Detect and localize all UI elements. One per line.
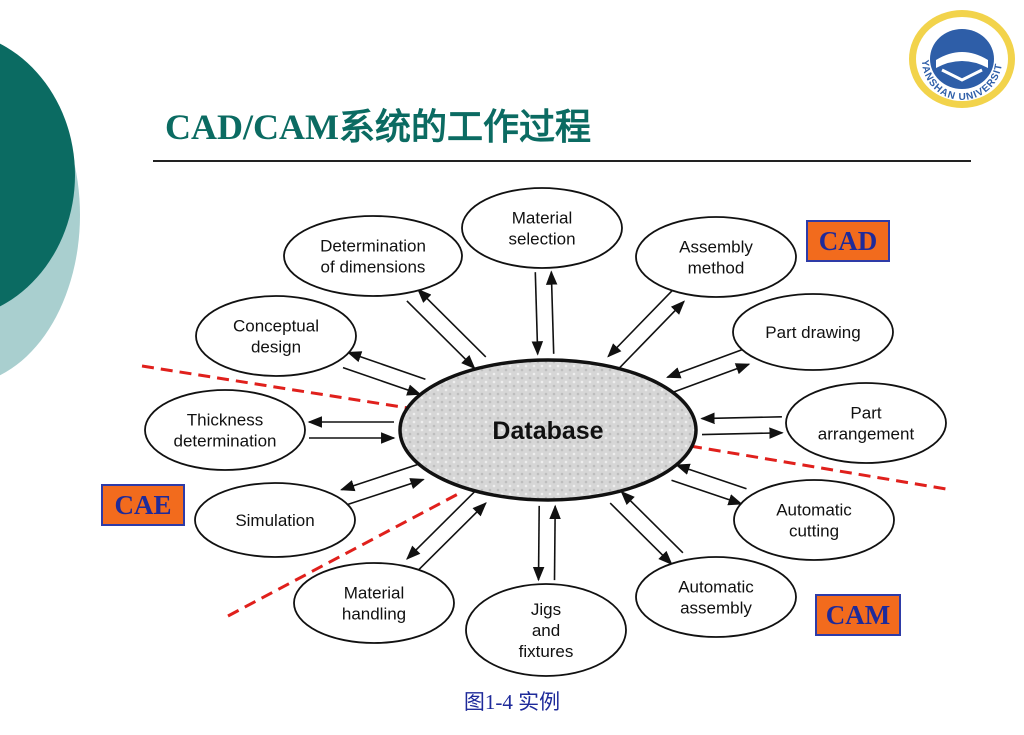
cae-cam-divider	[227, 492, 459, 618]
material-handling-in-arrow	[417, 502, 487, 571]
conceptual-design-out-arrow	[346, 351, 426, 380]
automatic-cutting-ellipse	[733, 479, 895, 561]
automatic-assembly-ellipse	[635, 556, 797, 638]
simulation-in-arrow	[346, 478, 425, 506]
automatic-cutting-out-arrow	[671, 479, 743, 506]
database-node: Database	[398, 358, 698, 502]
automatic-cutting-in-arrow	[675, 463, 747, 490]
cad-cam-divider	[689, 444, 953, 492]
node-simulation: Simulation	[194, 482, 356, 558]
material-selection-ellipse	[461, 187, 623, 269]
material-selection-out-arrow	[545, 270, 558, 354]
material-handling-label-line: Material	[344, 584, 404, 603]
jigs-and-fixtures-ellipse	[465, 583, 627, 677]
material-selection-label-line: Material	[512, 209, 572, 228]
dashed-dividers	[141, 364, 953, 618]
automatic-assembly-label-line: assembly	[680, 599, 752, 618]
automatic-cutting-label-line: cutting	[789, 522, 839, 541]
material-handling-out-arrow	[406, 491, 476, 560]
simulation-label-line: Simulation	[235, 511, 314, 530]
node-material-handling: Material handling	[293, 562, 455, 644]
conceptual-design-ellipse	[195, 295, 357, 377]
jigs-and-fixtures-label-line: and	[532, 621, 560, 640]
determination-of-dimensions-ellipse	[283, 215, 463, 297]
automatic-assembly-out-arrow	[609, 502, 673, 566]
database-label: Database	[492, 417, 603, 445]
part-arrangement-label-line: arrangement	[818, 425, 915, 444]
assembly-method-label-line: method	[688, 259, 745, 278]
determination-of-dimensions-label-line: Determination	[320, 237, 426, 256]
node-automatic-assembly: Automatic assembly	[635, 556, 797, 638]
node-part-drawing: Part drawing	[732, 293, 894, 371]
part-drawing-out-arrow	[672, 363, 751, 394]
automatic-assembly-label-line: Automatic	[678, 578, 754, 597]
material-handling-label-line: handling	[342, 605, 406, 624]
figure-caption: 图1-4 实例	[463, 690, 561, 714]
cad-tag: CAD	[806, 220, 890, 262]
title-divider	[153, 160, 971, 162]
node-part-arrangement: Part arrangement	[785, 382, 947, 464]
part-drawing-ellipse	[732, 293, 894, 371]
assembly-method-ellipse	[635, 216, 797, 298]
part-arrangement-ellipse	[785, 382, 947, 464]
node-assembly-method: Assembly method	[635, 216, 797, 298]
thickness-determination-label-line: determination	[173, 432, 276, 451]
node-jigs-and-fixtures: Jigs and fixtures	[465, 583, 627, 677]
part-drawing-label-line: Part drawing	[765, 323, 860, 342]
page-title: CAD/CAM系统的工作过程	[165, 107, 591, 147]
thickness-determination-label-line: Thickness	[187, 411, 264, 430]
thickness-determination-ellipse	[144, 389, 306, 471]
material-selection-label-line: selection	[508, 230, 575, 249]
node-automatic-cutting: Automatic cutting	[733, 479, 895, 561]
arrows-layer	[307, 270, 784, 582]
determination-of-dimensions-in-arrow	[406, 300, 476, 370]
simulation-ellipse	[194, 482, 356, 558]
assembly-method-label-line: Assembly	[679, 238, 753, 257]
assembly-method-out-arrow	[619, 300, 686, 369]
conceptual-design-in-arrow	[342, 366, 422, 396]
assembly-method-in-arrow	[607, 289, 674, 358]
part-arrangement-label-line: Part	[850, 404, 881, 423]
determination-of-dimensions-label-line: of dimensions	[321, 258, 426, 277]
jigs-and-fixtures-label-line: Jigs	[531, 600, 561, 619]
jigs-and-fixtures-out-arrow	[532, 505, 545, 582]
university-seal-icon: YANSHAN UNIVERSITY	[906, 8, 1015, 108]
jigs-and-fixtures-in-arrow	[549, 504, 561, 581]
material-handling-ellipse	[293, 562, 455, 644]
determination-of-dimensions-out-arrow	[417, 288, 487, 358]
cam-tag: CAM	[815, 594, 901, 636]
conceptual-design-label-line: design	[251, 338, 301, 357]
node-material-selection: Material selection	[461, 187, 623, 269]
automatic-assembly-in-arrow	[620, 490, 684, 554]
part-drawing-in-arrow	[666, 348, 744, 379]
cae-tag: CAE	[101, 484, 185, 526]
node-conceptual-design: Conceptual design	[195, 295, 357, 377]
node-determination-of-dimensions: Determination of dimensions	[283, 215, 463, 297]
jigs-and-fixtures-label-line: fixtures	[519, 642, 574, 661]
node-thickness-determination: Thickness determination	[144, 389, 306, 471]
material-selection-in-arrow	[531, 272, 544, 356]
automatic-cutting-label-line: Automatic	[776, 501, 852, 520]
part-arrangement-out-arrow	[701, 427, 784, 439]
simulation-out-arrow	[340, 463, 419, 492]
cad-cae-divider	[141, 364, 409, 410]
conceptual-design-label-line: Conceptual	[233, 317, 319, 336]
part-arrangement-in-arrow	[700, 412, 782, 425]
